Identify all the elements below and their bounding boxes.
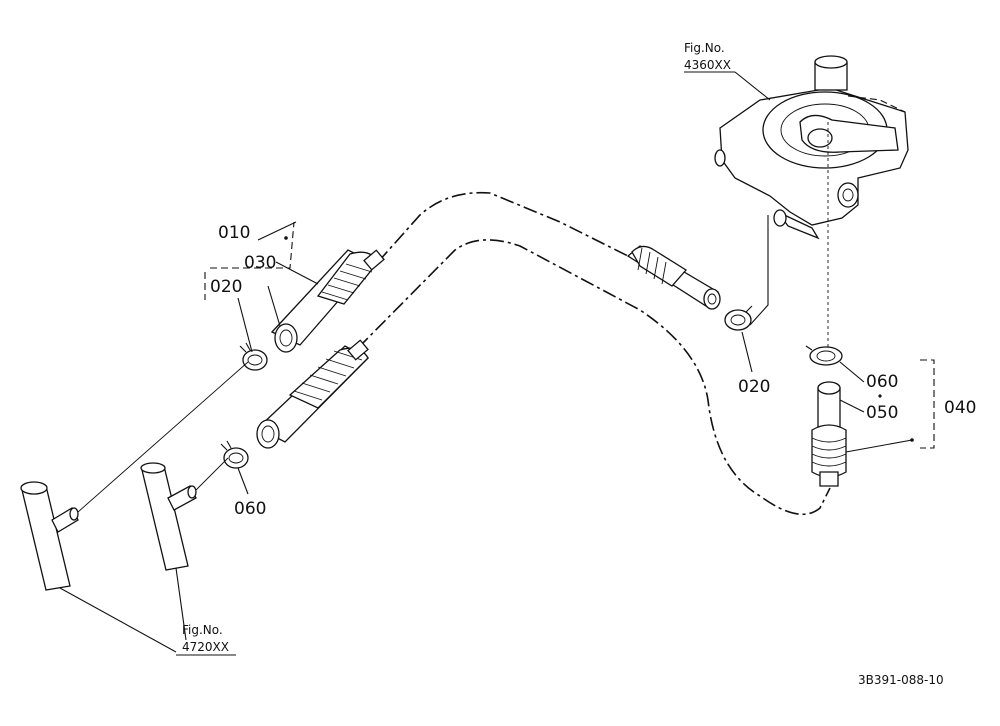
fitting-vertical-right <box>811 381 847 487</box>
fig-label-bottom: Fig.No. <box>182 623 223 637</box>
fitting-upper-left <box>270 249 385 353</box>
fitting-upper-right <box>626 245 721 310</box>
part-label-030: 030 <box>244 253 276 273</box>
fig-label-top: Fig.No. <box>684 41 725 55</box>
fig-number-bottom: 4720XX <box>182 640 229 654</box>
part-label-010: 010 <box>218 223 250 243</box>
part-label-040: 040 <box>944 398 976 418</box>
t-pipe-right <box>140 462 197 571</box>
reference-top: Fig.No. 4360XX <box>684 41 771 101</box>
hose-lower <box>357 239 831 516</box>
part-label-060-right: 060 <box>866 372 898 392</box>
t-pipe-left <box>20 481 79 591</box>
hose-upper <box>377 191 629 263</box>
drawing-code: 3B391-088-10 <box>858 673 944 687</box>
clamp-upper-left <box>239 342 268 371</box>
part-label-020-left: 020 <box>210 277 242 297</box>
clamp-lower-left <box>220 440 249 469</box>
fitting-lower-left <box>256 339 370 449</box>
part-label-060-left: 060 <box>234 499 266 519</box>
reference-bottom: Fig.No. 4720XX <box>176 623 236 656</box>
part-label-050: 050 <box>866 403 898 423</box>
clamp-right <box>805 345 843 366</box>
clamp-upper-right <box>724 305 753 331</box>
part-label-020-right: 020 <box>738 377 770 397</box>
fig-number-top: 4360XX <box>684 58 731 72</box>
housing-assembly <box>714 55 909 240</box>
